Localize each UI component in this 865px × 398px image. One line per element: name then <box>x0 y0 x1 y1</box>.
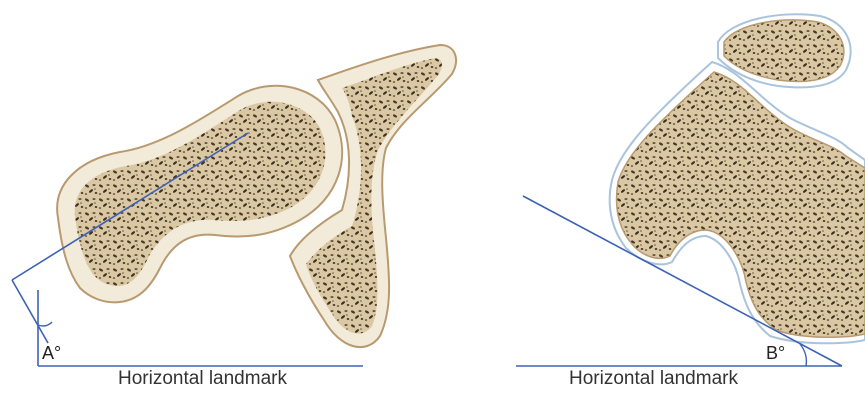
right-cap-bone <box>724 20 844 81</box>
left-perpendicular-line <box>12 280 48 343</box>
right-condyle-section <box>610 62 865 343</box>
left-panel: A° <box>12 45 456 366</box>
left-angle-label: A° <box>42 343 61 363</box>
right-condyle-bone <box>617 72 865 337</box>
right-angle-label: B° <box>766 343 785 363</box>
left-angle-arc <box>38 322 52 326</box>
right-panel: B° <box>516 14 865 366</box>
left-caption: Horizontal landmark <box>118 368 287 390</box>
right-caption: Horizontal landmark <box>569 368 738 390</box>
